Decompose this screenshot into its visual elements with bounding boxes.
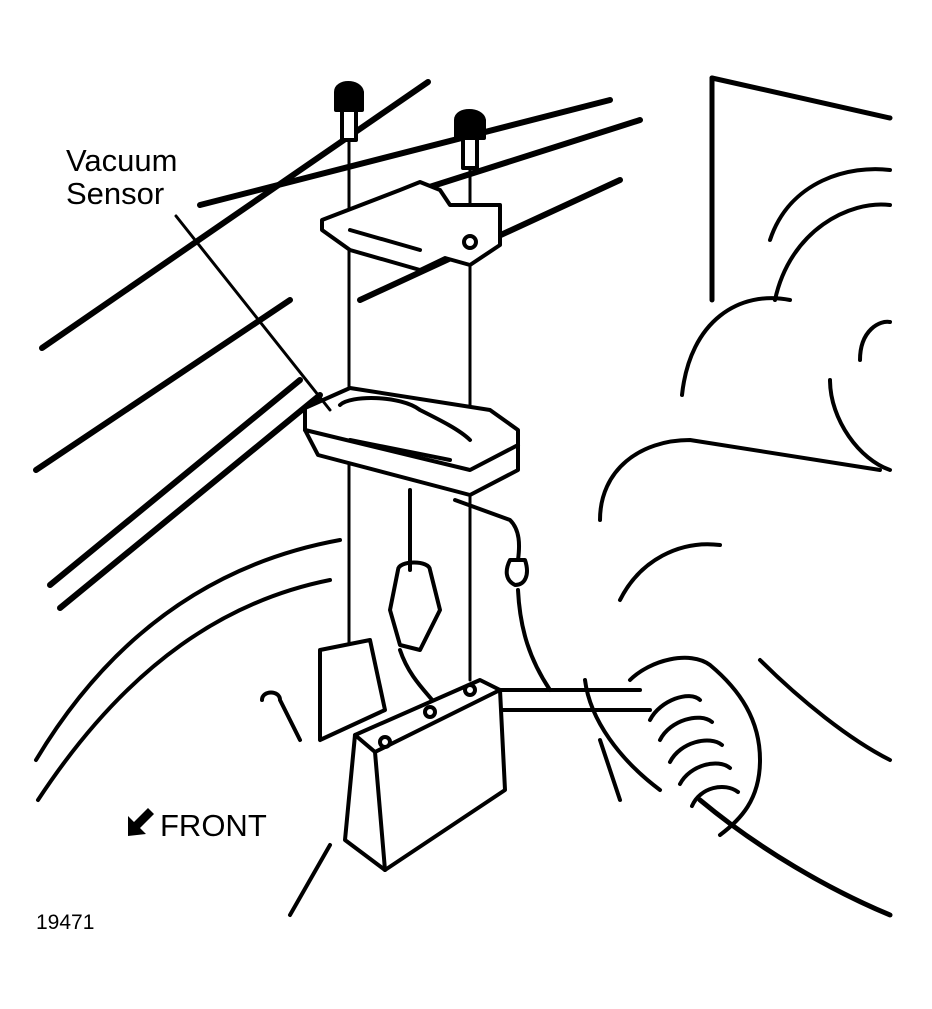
vacuum-sensor bbox=[303, 386, 520, 497]
mounting-bolt-right bbox=[454, 109, 486, 682]
figure-number: 19471 bbox=[36, 911, 95, 934]
vacuum-hose bbox=[453, 498, 552, 692]
lower-body-curves bbox=[34, 538, 622, 917]
front-direction-label: FRONT bbox=[160, 808, 267, 843]
mount-block-right bbox=[343, 678, 507, 872]
sensor-bracket bbox=[320, 180, 502, 272]
vacuum-sensor-callout: Vacuum Sensor bbox=[66, 144, 177, 210]
callout-leader-line bbox=[174, 214, 332, 412]
engine-housing bbox=[583, 75, 893, 918]
callout-line-2: Sensor bbox=[66, 176, 165, 211]
arrow-down-left-icon bbox=[128, 808, 154, 836]
mount-block-left bbox=[318, 638, 387, 742]
harness-hose bbox=[498, 655, 762, 837]
callout-line-1: Vacuum bbox=[66, 143, 178, 178]
sensor-connector bbox=[388, 488, 442, 712]
